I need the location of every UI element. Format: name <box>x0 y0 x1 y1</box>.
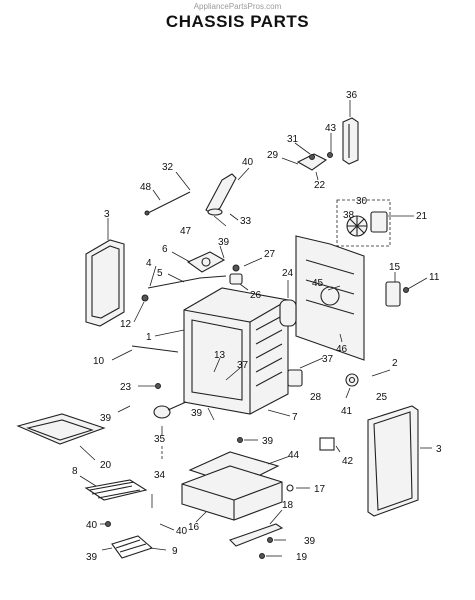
part-8-bake-element[interactable] <box>84 479 148 501</box>
part-6-thermostat[interactable] <box>186 251 226 273</box>
part-48-wire[interactable] <box>144 191 191 216</box>
part-24-gasket[interactable] <box>279 299 297 327</box>
callout-10: 10 <box>93 356 105 367</box>
part-9-broil-element[interactable] <box>111 535 154 559</box>
callout-32: 32 <box>162 162 174 173</box>
part-1-oven-cavity[interactable] <box>183 287 289 415</box>
callout-3b: 3 <box>436 444 442 455</box>
part-45-back-panel[interactable] <box>295 235 365 361</box>
callout-43: 43 <box>325 123 337 134</box>
part-17-clip[interactable] <box>286 484 294 492</box>
callout-28: 28 <box>310 392 322 403</box>
part-42-label[interactable] <box>319 437 335 451</box>
part-3-door-glass-left[interactable] <box>85 239 125 327</box>
part-35-igniter[interactable] <box>153 401 187 419</box>
callout-21: 21 <box>416 211 428 222</box>
callout-38: 38 <box>343 210 355 221</box>
part-15-control[interactable] <box>385 281 401 307</box>
callout-18: 18 <box>282 500 294 511</box>
watermark: AppliancePartsPros.com <box>193 2 282 11</box>
part-16-drawer-body[interactable] <box>181 465 283 521</box>
part-10-strip[interactable] <box>131 345 179 353</box>
callout-33: 33 <box>240 216 252 227</box>
callout-16: 16 <box>188 522 200 533</box>
callout-22: 22 <box>314 180 326 191</box>
part-36-bracket[interactable] <box>342 117 359 165</box>
callout-4: 4 <box>146 258 152 269</box>
callout-35: 35 <box>154 434 166 445</box>
callout-9: 9 <box>172 546 178 557</box>
callout-3a: 3 <box>104 209 110 220</box>
callout-26: 26 <box>250 290 262 301</box>
callout-27: 27 <box>264 249 276 260</box>
callout-6: 6 <box>162 244 168 255</box>
callout-7: 7 <box>292 412 298 423</box>
callout-20: 20 <box>100 460 112 471</box>
callout-29: 29 <box>267 150 279 161</box>
callout-19: 19 <box>296 552 308 563</box>
callout-36: 36 <box>346 90 358 101</box>
callout-48: 48 <box>140 182 152 193</box>
part-20-drawer-tray[interactable] <box>16 413 106 445</box>
callout-42: 42 <box>342 456 354 467</box>
page-title: CHASSIS PARTS <box>165 12 310 31</box>
callout-40a: 40 <box>242 157 254 168</box>
part-25-knob[interactable] <box>345 373 359 387</box>
part-3-door-glass-right[interactable] <box>367 405 419 517</box>
callout-31: 31 <box>287 134 299 145</box>
callout-24: 24 <box>282 268 294 279</box>
callout-41: 41 <box>341 406 353 417</box>
callout-8: 8 <box>72 466 78 477</box>
callout-13: 13 <box>214 350 226 361</box>
part-28-bracket[interactable] <box>287 369 303 387</box>
part-30-convection-fan[interactable] <box>336 199 391 247</box>
part-31-43-hinge[interactable] <box>296 152 333 171</box>
callout-39d: 39 <box>262 436 274 447</box>
callout-46: 46 <box>336 344 348 355</box>
part-5-harness[interactable] <box>141 275 227 302</box>
callout-37b: 37 <box>322 354 334 365</box>
callout-12: 12 <box>120 319 132 330</box>
callout-25: 25 <box>376 392 388 403</box>
callout-39e: 39 <box>304 536 316 547</box>
callout-39a: 39 <box>218 237 230 248</box>
callout-40b: 40 <box>86 520 98 531</box>
callout-39f: 39 <box>86 552 98 563</box>
callout-37a: 37 <box>237 360 249 371</box>
callout-17: 17 <box>314 484 326 495</box>
callout-45: 45 <box>312 278 324 289</box>
callout-15: 15 <box>389 262 401 273</box>
callout-2: 2 <box>392 358 398 369</box>
callout-39b: 39 <box>100 413 112 424</box>
callout-39c: 39 <box>191 408 203 419</box>
callout-1: 1 <box>146 332 152 343</box>
part-18-slide-rail[interactable] <box>228 523 284 547</box>
callout-11: 11 <box>429 272 440 283</box>
callout-5: 5 <box>157 268 163 279</box>
part-33-bracket[interactable] <box>205 173 237 216</box>
callout-34: 34 <box>154 470 166 481</box>
callout-40c: 40 <box>176 526 188 537</box>
callout-23: 23 <box>120 382 132 393</box>
callout-47: 47 <box>180 226 192 237</box>
callout-30: 30 <box>356 196 368 207</box>
callout-44: 44 <box>288 450 300 461</box>
part-26-sensor[interactable] <box>229 273 243 285</box>
